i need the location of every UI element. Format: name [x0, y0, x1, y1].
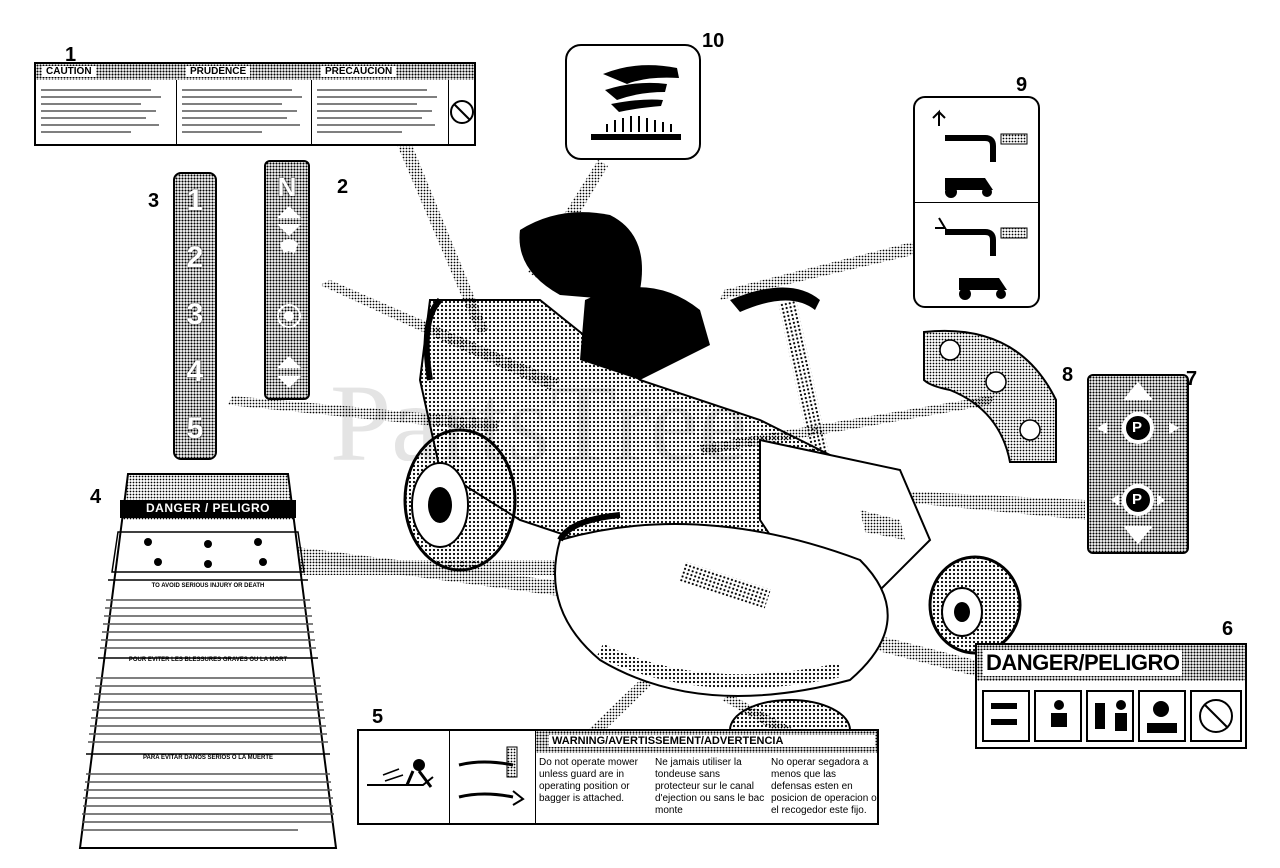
decal-5-text-fr: Ne jamais utiliser la tondeuse sans prot…	[655, 757, 765, 816]
callout-4: 4	[90, 486, 102, 508]
gear-number: 1	[186, 184, 204, 217]
callout-9: 9	[1016, 74, 1028, 96]
gear-list: 1 2 3 4 5	[175, 184, 215, 469]
decal-6-pictograms	[982, 690, 1242, 742]
decal-4-banner: DANGER / PELIGRO	[145, 501, 270, 515]
decal-6-danger: DANGER/PELIGRO	[975, 643, 1247, 749]
prudence-text-lines	[182, 89, 302, 133]
decal-5-text-es: No operar segadora a menos que las defen…	[771, 757, 877, 816]
gear-number: 4	[186, 355, 204, 388]
caution-heading: CAUTION	[42, 66, 96, 77]
callout-5: 5	[372, 706, 384, 728]
precaucion-heading: PRECAUCION	[321, 66, 397, 77]
decal-10-discharge	[565, 44, 701, 160]
throttle-icons	[277, 206, 301, 388]
decal-1-caution: CAUTION PRUDENCE PRECAUCION	[34, 62, 476, 146]
parking-brake-icons	[1097, 382, 1179, 544]
decal-4-heading-en: TO AVOID SERIOUS INJURY OR DEATH	[151, 583, 265, 589]
callout-8: 8	[1062, 364, 1074, 386]
decal-9-engage	[913, 96, 1040, 308]
decal-8-choke	[923, 329, 1057, 463]
decal-7-parking-brake: P P	[1087, 374, 1189, 554]
callout-6: 6	[1222, 618, 1234, 640]
prudence-heading: PRUDENCE	[186, 66, 251, 77]
neutral-label: N	[277, 172, 297, 202]
callout-2: 2	[337, 176, 349, 198]
tractor-body	[403, 212, 1022, 761]
park-label-bottom: P	[1132, 491, 1143, 508]
callout-1: 1	[65, 44, 77, 66]
decal-2-throttle: N	[264, 160, 310, 400]
decal-6-banner: DANGER/PELIGRO	[983, 650, 1183, 676]
guard-position-icon	[458, 746, 525, 806]
decal-5-warning: WARNING/AVERTISSEMENT/ADVERTENCIA Do not…	[357, 729, 879, 825]
engage-pictograms	[932, 109, 1028, 300]
callout-3: 3	[148, 190, 160, 212]
precaucion-text-lines	[317, 89, 437, 133]
mower-discharge-icon	[367, 759, 434, 788]
gear-number: 2	[186, 241, 204, 274]
gear-number: 5	[186, 412, 204, 445]
callout-7: 7	[1186, 368, 1198, 390]
callout-10: 10	[702, 30, 725, 52]
decal-3-gear-selector: 1 2 3 4 5	[173, 172, 217, 460]
no-slope-icon	[450, 100, 474, 124]
decal-4-heading-fr: POUR EVITER LES BLESSURES GRAVES OU LA M…	[128, 657, 288, 663]
park-label-top: P	[1132, 419, 1143, 436]
decal-4-danger	[78, 473, 338, 849]
decal-5-banner: WARNING/AVERTISSEMENT/ADVERTENCIA	[549, 735, 875, 747]
decal-5-text-en: Do not operate mower unless guard are in…	[539, 757, 638, 804]
gear-number: 3	[186, 298, 204, 331]
hand-discharge-icon	[591, 65, 681, 140]
decal-4-heading-es: PARA EVITAR DANOS SERIOS O LA MUERTE	[142, 755, 273, 761]
caution-text-lines	[41, 89, 161, 133]
